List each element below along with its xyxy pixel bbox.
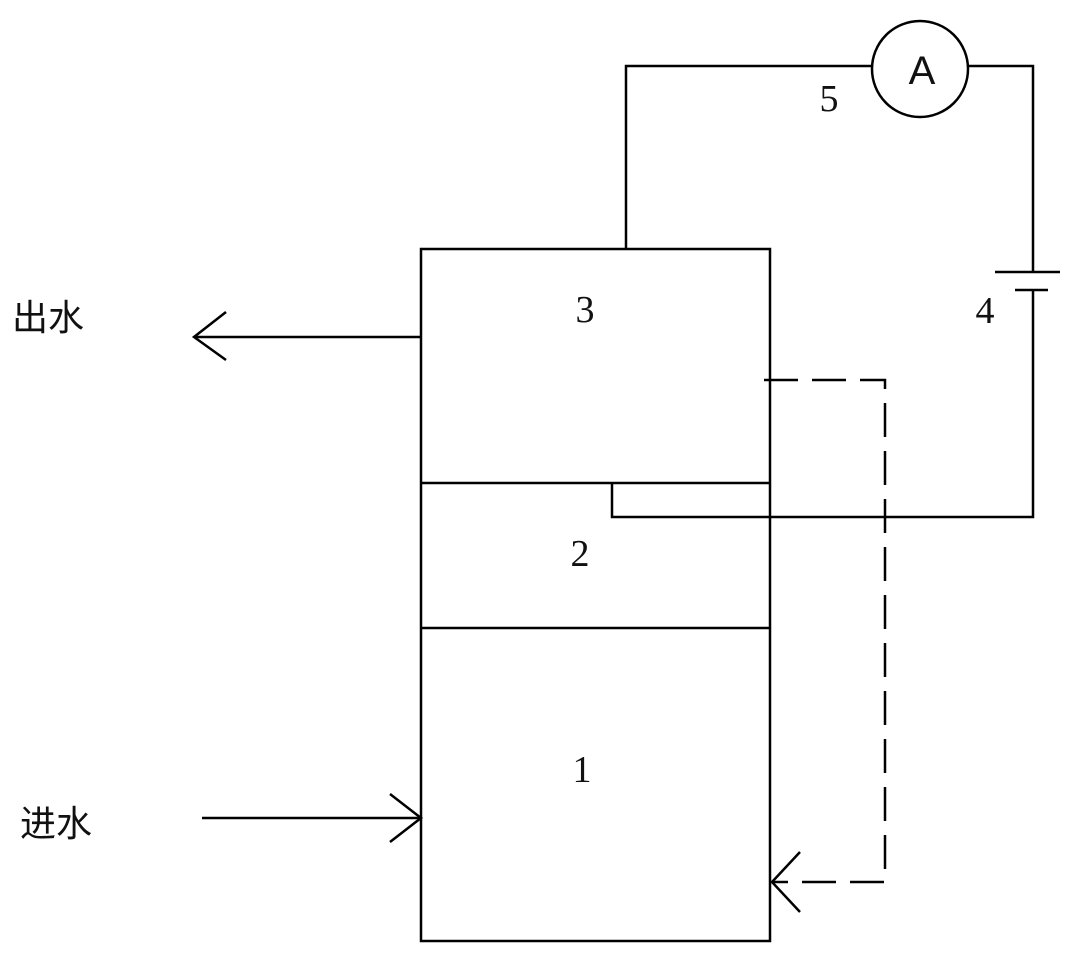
- ammeter-label: 5: [820, 78, 839, 120]
- chamber-3-label: 3: [576, 289, 595, 331]
- ammeter: A: [870, 19, 970, 119]
- battery-label: 4: [976, 290, 995, 332]
- outlet-arrow: [191, 311, 421, 362]
- inlet-arrow: [202, 793, 424, 843]
- reactor-outline: [419, 247, 772, 943]
- external-circuit: [610, 64, 1060, 519]
- chamber-1-label: 1: [573, 749, 592, 791]
- ammeter-symbol: A: [909, 49, 936, 93]
- outlet-label: 出水: [12, 298, 84, 339]
- reactor-column: [419, 247, 772, 943]
- inlet-label: 进水: [20, 804, 92, 845]
- ammeter-circle: [870, 19, 970, 119]
- chamber-2-label: 2: [571, 533, 590, 575]
- recirculation-line: [764, 378, 887, 913]
